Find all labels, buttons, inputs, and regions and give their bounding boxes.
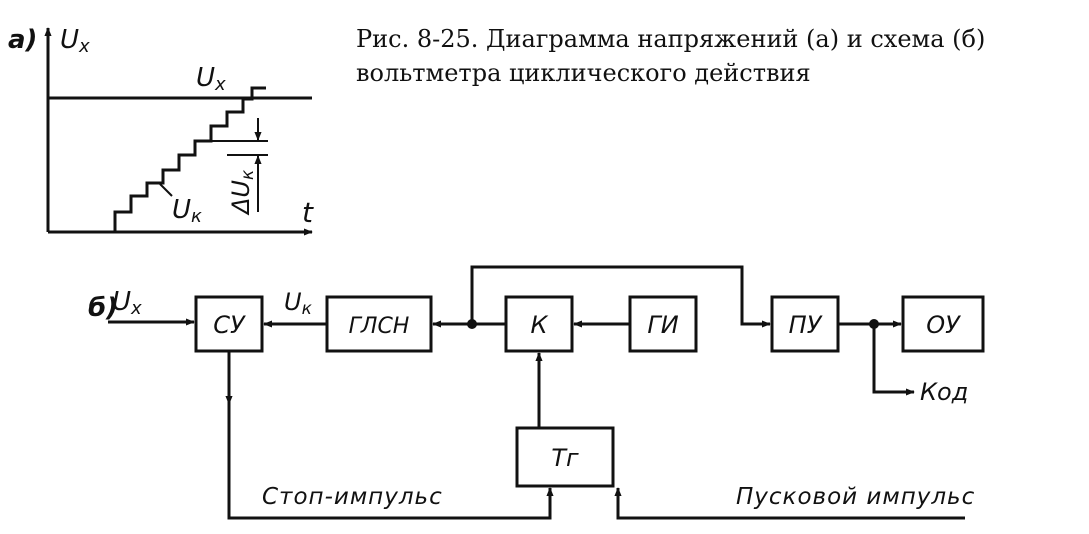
block-tg <box>515 426 615 488</box>
block-gi-label: ГИ <box>647 311 678 339</box>
delta-uk-label: ΔUк <box>227 169 258 216</box>
caption-line-1: Рис. 8-25. Диаграмма напряжений (а) и сх… <box>356 25 986 53</box>
stop-pulse-line <box>227 351 554 520</box>
staircase-uk <box>113 86 266 232</box>
uk-label: Uк <box>172 195 202 227</box>
block-glsn-label: ГЛСН <box>349 314 410 339</box>
block-ou <box>901 295 985 353</box>
block-glsn <box>325 295 433 353</box>
part-a-label: а) <box>8 25 37 55</box>
node-to-pu-line <box>470 265 771 328</box>
block-gi <box>628 295 698 353</box>
voltage-diagram: а) Ux t Ux Uк ΔUк <box>8 25 314 236</box>
block-k-label: К <box>530 311 548 339</box>
code-label: Код <box>920 378 968 406</box>
uk-leader-line <box>159 183 173 197</box>
code-output-arrow <box>872 324 915 396</box>
start-pulse-label: Пусковой импульс <box>736 484 975 510</box>
x-axis-label: t <box>302 196 314 229</box>
start-pulse-line <box>614 487 965 520</box>
block-tg-label: Тг <box>551 444 579 472</box>
figure-caption: Рис. 8-25. Диаграмма напряжений (а) и сх… <box>356 22 1076 90</box>
uk-signal-label: Uк <box>284 288 313 319</box>
block-diagram: б) Ux СУ ГЛСН К ГИ ПУ ОУ Тг Uк <box>88 265 985 520</box>
block-su <box>194 295 264 353</box>
block-su-label: СУ <box>213 311 246 339</box>
block-k <box>504 295 574 353</box>
input-ux-label: Ux <box>112 287 142 319</box>
caption-line-2: вольтметра циклического действия <box>356 59 811 87</box>
block-ou-label: ОУ <box>926 311 961 339</box>
y-axis-label: Ux <box>60 25 90 57</box>
part-b-label: б) <box>88 293 118 323</box>
stop-pulse-label: Стоп-импульс <box>262 484 443 510</box>
block-pu-label: ПУ <box>789 311 823 339</box>
ux-line-label: Ux <box>196 63 226 95</box>
